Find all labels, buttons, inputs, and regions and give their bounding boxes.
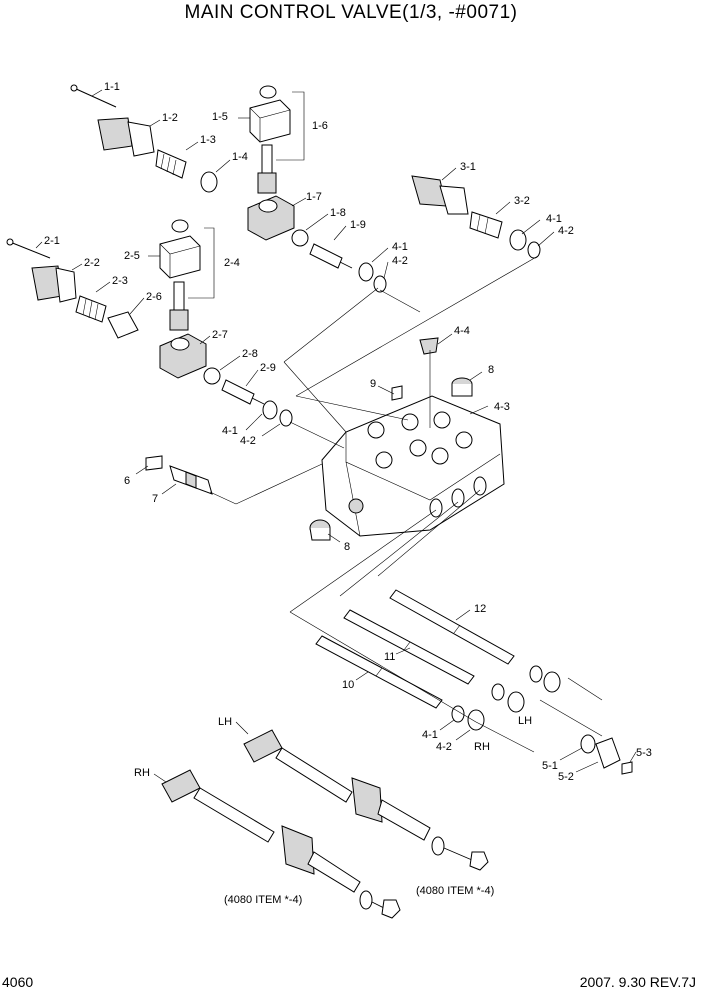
part-1-6-stem: [257, 144, 277, 194]
callout-4-1-a: 4-1: [392, 241, 408, 253]
part-9-fitting: [391, 385, 403, 401]
callout-8-top: 8: [488, 364, 494, 376]
callout-8-bottom: 8: [344, 541, 350, 553]
part-10-spool: [315, 635, 443, 709]
part-2-6-gasket: [107, 311, 139, 339]
part-1-2-solenoid-body: [97, 117, 155, 157]
callout-2-7: 2-7: [212, 329, 228, 341]
part-11-spool: [343, 609, 475, 685]
callout-1-2: 1-2: [162, 112, 178, 124]
callout-4-2-d: 4-2: [436, 741, 452, 753]
label-rh-spool: RH: [474, 741, 490, 753]
part-5-3-screw: [621, 761, 633, 775]
part-2-2-solenoid-body: [31, 265, 77, 303]
part-8-plug-bottom: [309, 519, 331, 541]
callout-4-4: 4-4: [454, 325, 470, 337]
part-4-1-washer-c: [509, 229, 527, 251]
callout-2-4: 2-4: [224, 257, 240, 269]
callout-5-1: 5-1: [542, 760, 558, 772]
spool-end-assembly-rh: [161, 769, 401, 919]
page-code: 4060: [2, 974, 34, 990]
oring-lh: [491, 683, 505, 701]
callout-4-2-a: 4-2: [392, 255, 408, 267]
callout-4-2-b: 4-2: [240, 435, 256, 447]
part-1-4-oring: [200, 171, 218, 193]
reference-note-lh: (4080 ITEM *-4): [416, 885, 494, 897]
part-5-1-seal: [580, 734, 596, 754]
label-lh-spool: LH: [518, 715, 532, 727]
callout-3-1: 3-1: [460, 161, 476, 173]
part-4-1-washer-b: [262, 400, 278, 420]
callout-11: 11: [384, 651, 395, 663]
part-1-5-coil: [249, 85, 291, 143]
spool-end-assembly-lh: [243, 729, 489, 871]
part-2-9-plunger: [221, 379, 265, 405]
callout-4-3: 4-3: [494, 401, 510, 413]
part-2-3-spring: [75, 295, 107, 323]
callout-4-1-b: 4-1: [222, 425, 238, 437]
callout-6: 6: [124, 475, 130, 487]
part-8-plug-top: [451, 377, 473, 397]
callout-2-9: 2-9: [260, 362, 276, 374]
callout-5-2: 5-2: [558, 771, 574, 783]
callout-10: 10: [342, 679, 354, 691]
callout-2-2: 2-2: [84, 257, 100, 269]
part-4-1-washer-d: [467, 709, 485, 731]
callout-1-9: 1-9: [350, 219, 366, 231]
callout-1-6: 1-6: [312, 120, 328, 132]
main-valve-block: [321, 395, 505, 537]
part-1-8-oring: [291, 229, 309, 247]
part-4-4-plug: [419, 337, 439, 355]
callout-5-3: 5-3: [636, 747, 652, 759]
callout-1-4: 1-4: [232, 151, 248, 163]
part-2-5-coil: [159, 219, 201, 279]
part-2-1-bolt: [6, 238, 51, 259]
callout-1-1: 1-1: [104, 81, 120, 93]
callout-9: 9: [370, 378, 376, 390]
part-3-1-solenoid-body: [411, 175, 469, 215]
part-3-2-spring: [469, 211, 503, 239]
callout-2-5: 2-5: [124, 250, 140, 262]
label-lh-assembly: LH: [218, 716, 232, 728]
washer-right: [543, 671, 561, 693]
callout-7: 7: [152, 493, 158, 505]
callout-3-2: 3-2: [514, 195, 530, 207]
page-title: MAIN CONTROL VALVE(1/3, -#0071): [184, 2, 518, 23]
callout-1-3: 1-3: [200, 134, 216, 146]
callout-4-1-d: 4-1: [422, 729, 438, 741]
part-1-9-plunger: [309, 243, 353, 269]
oring-right: [529, 665, 543, 683]
callout-1-5: 1-5: [212, 111, 228, 123]
leader-lines: [35, 89, 637, 783]
part-2-8-oring: [203, 367, 221, 385]
part-4-2-oring-a: [373, 275, 387, 293]
reference-note-rh: (4080 ITEM *-4): [224, 894, 302, 906]
part-2-4-stem: [169, 281, 189, 331]
callout-2-3: 2-3: [112, 275, 128, 287]
callout-2-8: 2-8: [242, 348, 258, 360]
part-4-2-oring-d: [451, 705, 465, 723]
part-1-3-spring: [155, 149, 187, 179]
part-4-2-oring-b: [279, 409, 293, 427]
part-12-spool: [389, 589, 515, 665]
label-rh-assembly: RH: [134, 767, 150, 779]
part-4-2-oring-c: [527, 241, 541, 259]
callout-2-6: 2-6: [146, 291, 162, 303]
callout-2-1: 2-1: [44, 235, 60, 247]
part-7-relief-valve: [169, 465, 213, 495]
washer-lh: [507, 691, 525, 713]
part-6-cap: [145, 455, 163, 471]
callout-4-1-c: 4-1: [546, 213, 562, 225]
callout-1-8: 1-8: [330, 207, 346, 219]
callout-1-7: 1-7: [306, 191, 322, 203]
part-2-7-housing: [159, 333, 207, 379]
callout-4-2-c: 4-2: [558, 225, 574, 237]
part-1-1-bolt: [70, 84, 117, 108]
part-4-1-washer-a: [358, 262, 374, 282]
part-1-7-housing: [247, 195, 295, 241]
part-5-2-flange: [595, 737, 621, 769]
revision-date: 2007. 9.30 REV.7J: [579, 974, 696, 990]
callout-12: 12: [474, 603, 486, 615]
